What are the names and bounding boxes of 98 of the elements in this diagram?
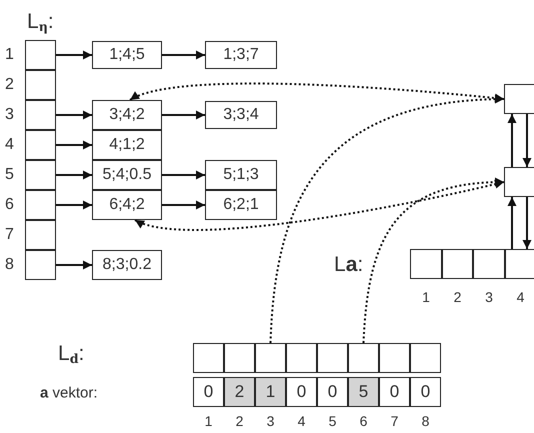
array-cell [25,250,56,280]
cell-value: 5;4;0.5 [102,166,152,184]
vector-cell [410,377,441,407]
cell-value: 5;1;3 [223,166,259,184]
array-cell [25,160,56,190]
cell-value: 1 [266,382,276,402]
array-cell [410,249,442,279]
record-box [92,41,162,69]
row-number: 1 [5,46,14,64]
cell-value: 2 [234,382,244,402]
arrow [56,170,92,180]
index-number: 4 [516,289,524,305]
index-number: 6 [360,413,368,429]
row-number: 4 [5,136,14,154]
index-number: 1 [422,289,430,305]
dotted-arrow [134,180,504,231]
list-name: La: [334,253,364,277]
row-number: 3 [5,106,14,124]
record-box [92,250,162,280]
array-cell [504,249,534,279]
cell-value: 0 [296,382,306,402]
array-cell [286,343,317,373]
array-cell [379,343,410,373]
dotted-arrow [130,82,504,103]
row-number: 5 [5,166,14,184]
cell-value: 1;3;7 [223,46,259,64]
vector-name: a vektor: [40,384,98,402]
arrow [162,200,205,210]
arrow [508,197,516,249]
cell-value: 0 [204,382,214,402]
list-name: L$_{d}$: [58,342,84,366]
index-number: 4 [298,413,306,429]
vector-cell [286,377,317,407]
index-number: 2 [454,289,462,305]
cell-value: 3;3;4 [223,106,259,124]
index-number: 3 [266,413,274,429]
array-cell [410,343,441,373]
arrow [508,114,516,167]
cell-value: 0 [420,382,430,402]
record-box [205,41,277,69]
vector-cell [193,377,224,407]
arrow [56,140,92,150]
array-cell [25,70,56,100]
index-number: 8 [422,413,430,429]
array-cell [317,343,348,373]
record-box [205,190,277,220]
record-box [205,101,277,129]
vector-cell [224,377,255,407]
arrow [522,114,532,167]
record-box [92,190,162,220]
array-cell [255,343,286,373]
cell-value: 5 [358,382,368,402]
index-number: 7 [390,413,398,429]
row-number: 7 [5,226,14,244]
cell-value: 6;4;2 [109,196,145,214]
arrow [56,110,92,120]
index-number: 1 [204,413,212,429]
array-cell [25,100,56,130]
array-cell [193,343,224,373]
index-number: 3 [485,289,493,305]
arrow [56,200,92,210]
array-cell [442,249,473,279]
list-name: L$_{η}$: [27,10,54,34]
index-number: 5 [328,413,336,429]
row-number: 6 [5,196,14,214]
record-box [205,160,277,190]
arrow [522,197,532,249]
array-cell [25,40,56,70]
arrow [56,260,92,270]
vector-cell [317,377,348,407]
array-cell [473,249,504,279]
cell-value: 8;3;0.2 [102,256,152,274]
dotted-arrow [362,178,504,344]
record-box [92,130,162,160]
cell-value: 3;4;2 [109,106,145,124]
array-cell [348,343,379,373]
cell-value: 4;1;2 [109,136,145,154]
row-number: 8 [5,256,14,274]
vector-cell [255,377,286,407]
vector-cell [348,377,379,407]
record-box [92,100,162,130]
cell-value: 1;4;5 [109,46,145,64]
arrow [162,170,205,180]
row-number: 2 [5,76,14,94]
arrow [162,50,205,60]
record-box [92,160,162,190]
cell-value: 0 [328,382,338,402]
array-cell [224,343,255,373]
array-cell [25,190,56,220]
cell-value: 6;2;1 [223,196,259,214]
cell-value: 0 [390,382,400,402]
arrow [162,110,205,120]
dotted-arrow [270,94,504,344]
index-number: 2 [236,413,244,429]
vector-cell [379,377,410,407]
array-cell [25,220,56,250]
arrow [56,50,92,60]
array-cell [25,130,56,160]
